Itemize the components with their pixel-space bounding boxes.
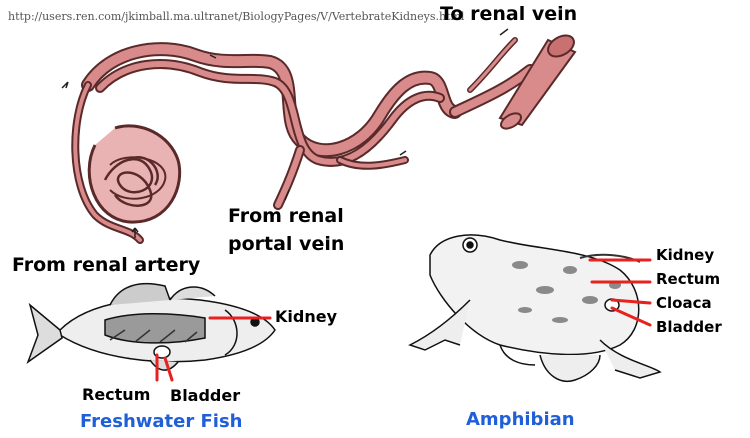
fish-label-kidney: Kidney (275, 307, 338, 326)
frog-illustration (408, 234, 662, 382)
fish-label-rectum: Rectum (82, 385, 151, 404)
frog-label-kidney: Kidney (656, 246, 715, 264)
nephron-vessels (71, 37, 536, 244)
glomerulus (87, 124, 182, 224)
frog-label-cloaca: Cloaca (656, 294, 712, 312)
frog-label-rectum: Rectum (656, 270, 721, 288)
watermark-url: http://users.ren.com/jkimball.ma.ultrane… (8, 10, 465, 23)
amphibian-caption: Amphibian (466, 409, 575, 430)
fish-illustration (26, 282, 276, 371)
label-to-renal-vein: To renal vein (440, 3, 578, 25)
frog-bladder-pointer (610, 306, 652, 327)
fish-bladder-pointer (163, 356, 174, 382)
label-from-renal-portal-vein-1: From renal (228, 205, 344, 227)
frog-cloaca-pointer (610, 298, 652, 305)
fish-label-bladder: Bladder (170, 386, 241, 405)
flow-arrows (61, 28, 509, 238)
label-from-renal-portal-vein-2: portal vein (228, 233, 345, 255)
label-from-renal-artery: From renal artery (12, 254, 201, 276)
frog-label-bladder: Bladder (656, 318, 722, 336)
pointer-lines (155, 258, 652, 382)
fish-caption: Freshwater Fish (80, 411, 243, 432)
renal-vein (498, 34, 577, 130)
